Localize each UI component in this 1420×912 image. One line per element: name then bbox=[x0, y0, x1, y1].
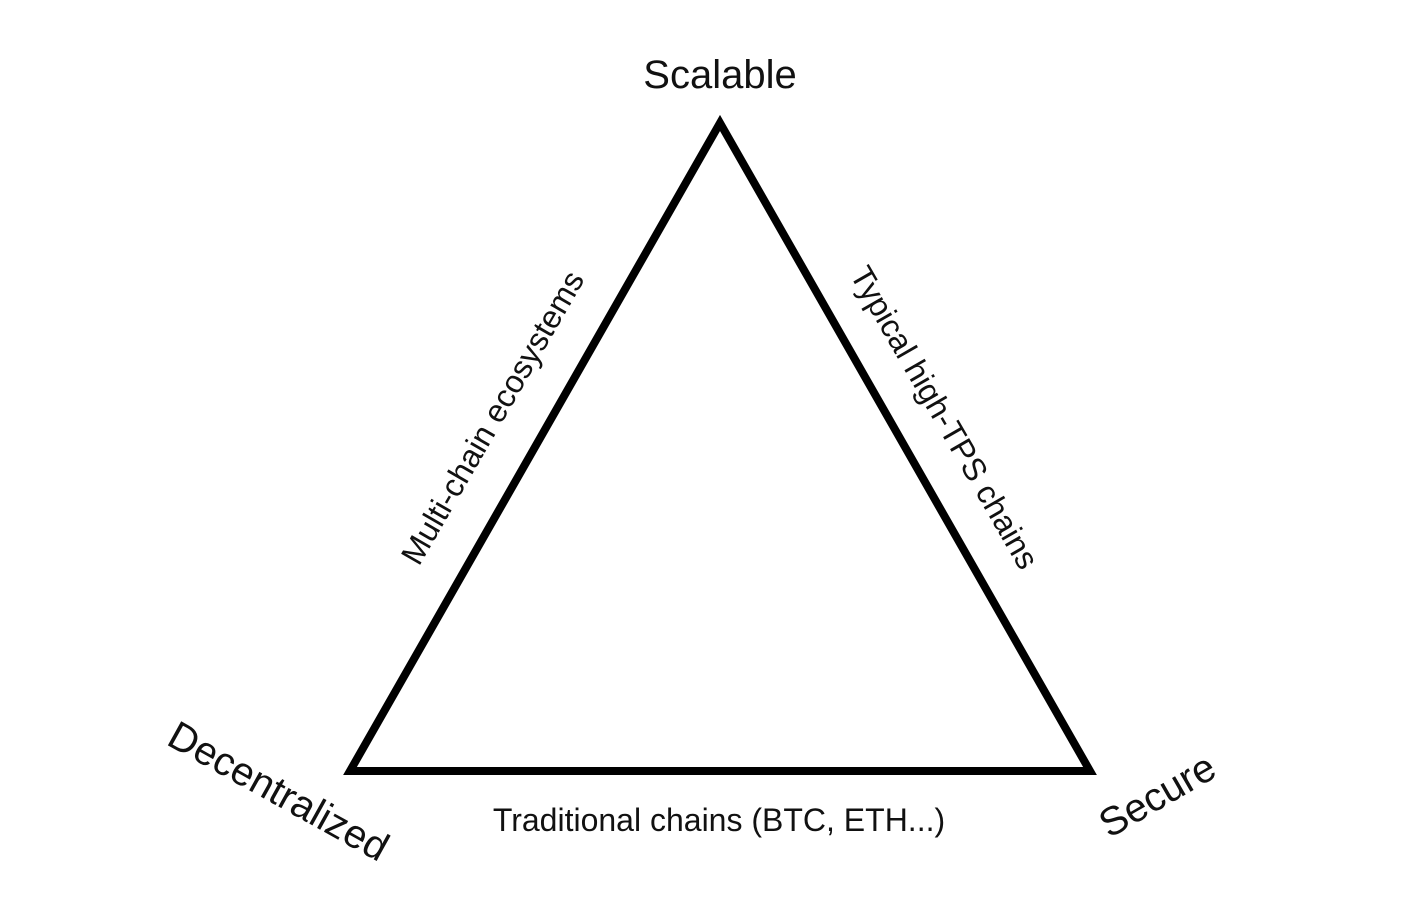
vertex-label-secure: Secure bbox=[1092, 745, 1224, 846]
edge-label-bottom: Traditional chains (BTC, ETH...) bbox=[493, 802, 945, 838]
vertex-label-decentralized: Decentralized bbox=[161, 713, 396, 870]
edge-label-right: Typical high-TPS chains bbox=[843, 260, 1046, 575]
vertex-label-scalable: Scalable bbox=[643, 53, 796, 97]
trilemma-triangle bbox=[343, 114, 1097, 775]
